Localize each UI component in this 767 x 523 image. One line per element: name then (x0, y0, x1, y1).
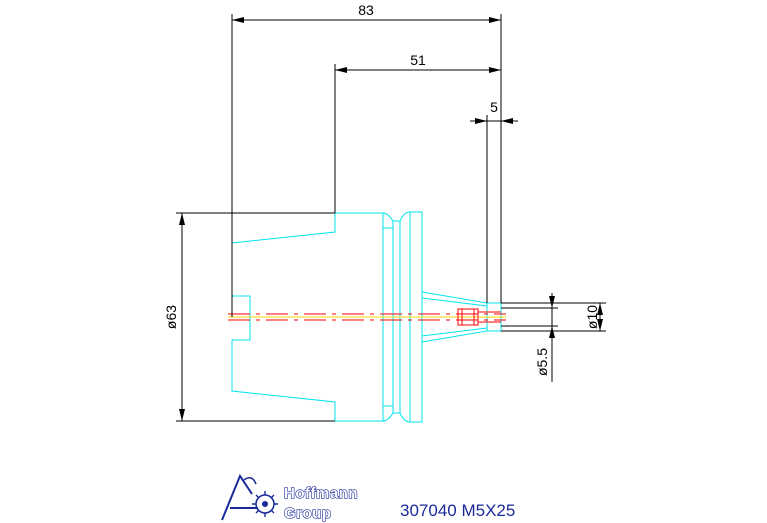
arrowhead (475, 118, 487, 124)
hoffmann-group-logo: Hoffmann Group (221, 473, 358, 523)
arrowhead (597, 319, 603, 331)
hoffmann-logo-mark (221, 473, 278, 521)
arrowhead (549, 326, 555, 338)
arrowhead (179, 409, 185, 421)
dimension-label-51: 51 (410, 52, 426, 68)
shank-inner-line (421, 327, 488, 337)
screw-outline (457, 308, 479, 326)
part-number-label: 307040 M5X25 (400, 501, 515, 520)
logo-text-line2: Group (284, 505, 332, 522)
dimension-label-5-5: ø5.5 (534, 348, 550, 376)
arrowheads (179, 17, 603, 421)
arrowhead (232, 17, 244, 23)
arrowhead (501, 118, 513, 124)
arrowhead (597, 303, 603, 315)
arrowhead (489, 17, 501, 23)
dimension-lines (176, 14, 606, 422)
arrowhead (335, 67, 347, 73)
shank-inner-line (421, 297, 488, 307)
arrowhead (549, 296, 555, 308)
dimension-label-83: 83 (358, 2, 374, 18)
centerline (228, 308, 506, 326)
dimension-label-5: 5 (490, 99, 498, 115)
logo-text-line1: Hoffmann (284, 485, 358, 502)
arrowhead (489, 67, 501, 73)
cone-body-outline (231, 213, 336, 421)
dimension-label-63: ø63 (163, 305, 179, 329)
arrowhead (179, 213, 185, 225)
dimension-label-10: ø10 (584, 305, 600, 329)
